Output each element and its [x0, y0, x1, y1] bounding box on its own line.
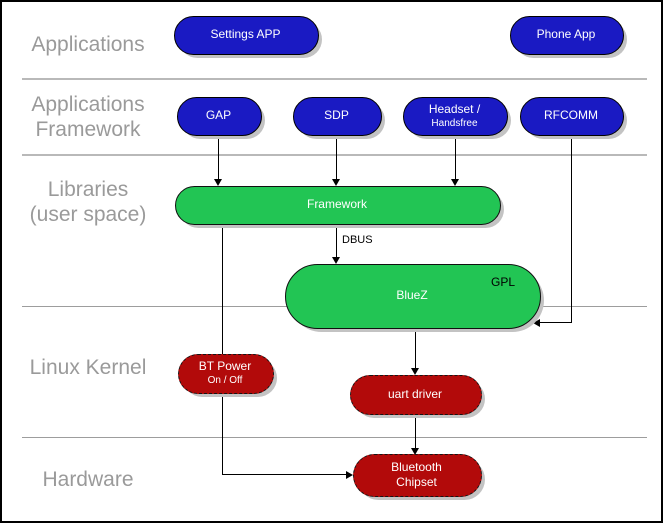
node-bluez-gpl-tag: GPL	[490, 275, 515, 289]
node-framework[interactable]: Framework	[175, 186, 504, 228]
node-label: Settings APP	[210, 27, 281, 41]
layer-label-applications-framework: Applications Framework	[31, 93, 145, 141]
layer-label-hardware: Hardware	[42, 468, 134, 491]
node-body	[177, 97, 262, 136]
edge-rfcomm-bluez-vline	[571, 134, 572, 323]
node-label: SDP	[324, 108, 349, 122]
edge-framework-bluez-arrow	[332, 257, 340, 264]
node-body	[520, 97, 624, 136]
divider-applications	[22, 78, 647, 80]
node-gap[interactable]: GAP	[177, 97, 265, 139]
edge-bluez-uart-line	[415, 327, 416, 371]
node-body	[350, 375, 482, 415]
node-body	[174, 16, 319, 55]
edge-framework-chipset-hline	[222, 474, 347, 475]
node-settings-app[interactable]: Settings APP	[174, 16, 322, 58]
edge-label-dbus: DBUS	[342, 234, 373, 246]
edge-uart-chipset-arrow	[411, 448, 419, 455]
node-body	[353, 454, 482, 497]
node-body	[510, 16, 624, 55]
node-label: Bluetooth	[391, 459, 442, 474]
node-label: Headset /	[428, 101, 481, 116]
node-bt-power[interactable]: BT Power On / Off	[178, 354, 277, 397]
edge-framework-chipset-vline	[222, 222, 223, 474]
edge-framework-bluez-line	[336, 222, 337, 259]
node-label: GAP	[205, 108, 232, 122]
edge-rfcomm-bluez-hline	[539, 322, 572, 323]
node-label: BlueZ	[396, 288, 428, 302]
node-phone-app[interactable]: Phone App	[510, 16, 627, 58]
node-headset-handsfree[interactable]: Headset / Handsfree	[403, 97, 511, 139]
node-label: Framework	[306, 197, 367, 211]
node-body	[293, 97, 382, 136]
edge-framework-chipset-arrow	[346, 471, 353, 479]
node-body	[175, 186, 501, 225]
edge-rfcomm-bluez-arrow	[533, 319, 540, 327]
node-label: BT Power	[198, 359, 252, 373]
node-bluetooth-chipset[interactable]: Bluetooth Chipset	[353, 454, 485, 500]
edge-gap-framework-line	[218, 134, 219, 182]
edge-bluez-uart-arrow	[411, 368, 419, 375]
edge-headset-framework-line	[455, 134, 456, 182]
node-sublabel: Handsfree	[431, 117, 478, 129]
edge-sdp-framework-line	[336, 134, 337, 182]
node-body	[403, 97, 508, 136]
node-rfcomm[interactable]: RFCOMM	[520, 97, 627, 139]
node-sublabel: On / Off	[207, 375, 243, 386]
node-bluez[interactable]: GPL BlueZ	[285, 264, 544, 332]
edge-uart-chipset-line	[415, 412, 416, 452]
layer-label-libraries: Libraries (user space)	[29, 178, 147, 226]
edge-sdp-framework-arrow	[332, 179, 340, 186]
divider-applications-framework	[22, 154, 647, 156]
edge-gap-framework-arrow	[214, 179, 222, 186]
node-label: Phone App	[536, 27, 596, 41]
node-body	[285, 264, 541, 329]
node-sdp[interactable]: SDP	[293, 97, 385, 139]
divider-linux-kernel	[22, 437, 647, 438]
node-sublabel: Chipset	[396, 474, 437, 489]
layer-label-linux-kernel: Linux Kernel	[29, 356, 147, 379]
node-label: uart driver	[387, 386, 443, 401]
edge-headset-framework-arrow	[451, 179, 459, 186]
layer-label-applications: Applications	[31, 33, 145, 56]
node-body	[178, 354, 274, 394]
node-label: RFCOMM	[544, 108, 598, 122]
node-uart-driver[interactable]: uart driver	[350, 375, 485, 418]
